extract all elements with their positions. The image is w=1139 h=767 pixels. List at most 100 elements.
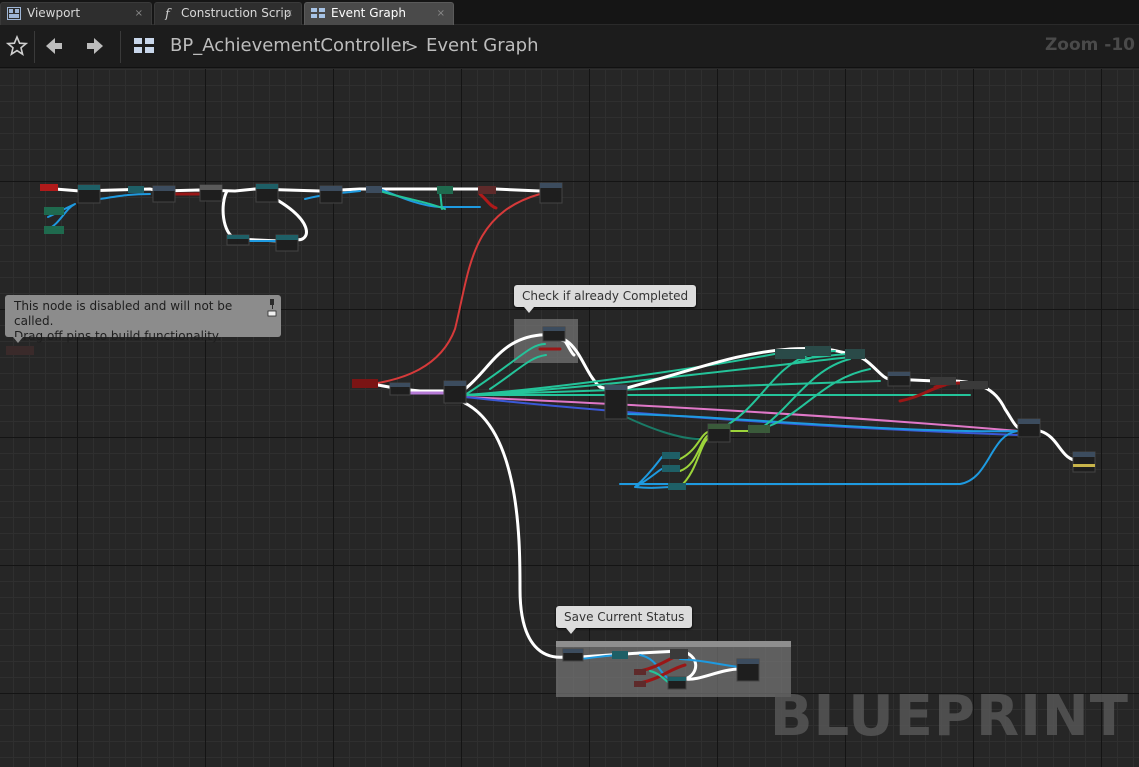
variable-node[interactable] xyxy=(670,649,688,659)
close-icon[interactable]: × xyxy=(134,8,143,19)
struct-wire xyxy=(489,354,547,390)
struct-wire xyxy=(379,190,446,210)
event-graph-icon xyxy=(134,38,154,53)
exec-wire xyxy=(453,397,567,659)
variable-node[interactable] xyxy=(634,681,646,687)
event-graph-canvas[interactable]: Check if already Completed Save Current … xyxy=(0,69,1139,767)
node-header xyxy=(888,372,910,376)
node-header xyxy=(1018,419,1040,424)
exec-wire xyxy=(376,383,447,393)
node-header xyxy=(543,327,565,331)
blueprint-watermark: BLUEPRINT xyxy=(769,684,1129,749)
node-header xyxy=(153,186,175,191)
event-node[interactable] xyxy=(40,184,58,191)
variable-node[interactable] xyxy=(44,207,64,215)
struct-wire xyxy=(719,353,871,430)
node-header xyxy=(540,183,562,188)
variable-node[interactable] xyxy=(805,346,831,356)
disabled-node-tooltip: This node is disabled and will not be ca… xyxy=(5,295,281,343)
comment-save-status[interactable]: Save Current Status xyxy=(556,606,693,634)
variable-node[interactable] xyxy=(668,483,686,490)
toolbar-divider xyxy=(34,31,35,63)
node-header xyxy=(78,185,100,190)
back-button[interactable] xyxy=(41,33,67,59)
variable-node[interactable] xyxy=(437,186,453,194)
variable-node[interactable] xyxy=(662,465,680,472)
node-header xyxy=(390,383,410,387)
node-header xyxy=(605,385,627,390)
variable-node[interactable] xyxy=(775,349,805,359)
pin-icon[interactable] xyxy=(267,298,277,318)
event-node[interactable] xyxy=(352,379,378,388)
variable-node[interactable] xyxy=(662,452,680,459)
breadcrumb-graph[interactable]: Event Graph xyxy=(426,35,539,56)
node-header xyxy=(276,235,298,240)
svg-text:f: f xyxy=(164,7,172,20)
struct-wire xyxy=(464,350,791,396)
node-footer xyxy=(1073,464,1095,467)
tab-event-graph[interactable]: Event Graph × xyxy=(304,2,454,25)
variable-node[interactable] xyxy=(128,186,144,193)
node-header xyxy=(256,184,278,189)
graph-nodes[interactable] xyxy=(6,182,1096,690)
breadcrumb-separator: > xyxy=(405,37,419,56)
bool-wire xyxy=(478,192,498,210)
graph-wires xyxy=(6,182,1096,697)
struct-wire xyxy=(464,380,881,396)
forward-button[interactable] xyxy=(82,33,108,59)
breadcrumb-blueprint[interactable]: BP_AchievementController xyxy=(170,35,409,56)
variable-node[interactable] xyxy=(845,349,865,359)
event-wire xyxy=(377,193,541,384)
variable-node[interactable] xyxy=(612,651,628,659)
tab-label: Viewport xyxy=(27,6,81,20)
exec-wire xyxy=(463,333,617,393)
zoom-level: Zoom -10 xyxy=(1044,35,1135,55)
exec-wire xyxy=(613,347,1027,431)
object-wire xyxy=(619,430,1019,485)
string-wire xyxy=(464,396,1019,432)
exec-wire xyxy=(53,187,542,193)
toolbar-divider xyxy=(120,31,121,63)
tab-construction-script[interactable]: f Construction Scrip × xyxy=(154,2,302,25)
object-wire xyxy=(619,413,1019,433)
variable-node[interactable] xyxy=(634,669,646,675)
variable-node[interactable] xyxy=(930,377,956,385)
variable-node[interactable] xyxy=(960,381,988,389)
comment-box-header xyxy=(556,641,791,647)
variable-node[interactable] xyxy=(478,186,496,194)
graph-toolbar: BP_AchievementController > Event Graph Z… xyxy=(0,25,1139,68)
close-icon[interactable]: × xyxy=(284,8,293,19)
viewport-icon xyxy=(7,7,21,20)
node-header xyxy=(737,659,759,664)
tab-label: Construction Scrip xyxy=(181,6,292,20)
node-header xyxy=(320,186,342,191)
favorite-star-button[interactable] xyxy=(4,33,30,59)
function-icon: f xyxy=(164,7,172,20)
tab-viewport[interactable]: Viewport × xyxy=(0,2,152,25)
node-header xyxy=(200,185,222,190)
arrow-left-icon xyxy=(46,38,62,54)
disabled-node[interactable] xyxy=(6,346,34,355)
node-header xyxy=(668,677,686,681)
node-header xyxy=(227,235,249,239)
arrow-right-icon xyxy=(87,38,103,54)
tab-bar: Viewport × f Construction Scrip × Event … xyxy=(0,0,1139,25)
node-header xyxy=(444,381,466,386)
variable-node[interactable] xyxy=(748,425,770,433)
event-graph-icon xyxy=(311,8,325,18)
comment-check-completed[interactable]: Check if already Completed xyxy=(514,285,697,313)
node-header xyxy=(1073,452,1095,457)
blueprint-graph-icon-wrap xyxy=(131,33,157,59)
struct-wire xyxy=(619,413,701,440)
variable-node[interactable] xyxy=(366,186,382,193)
tab-label: Event Graph xyxy=(331,6,406,20)
function-node[interactable] xyxy=(604,384,628,420)
close-icon[interactable]: × xyxy=(436,8,445,19)
disabled-line-1: This node is disabled and will not be ca… xyxy=(14,299,233,328)
struct-wire xyxy=(464,343,546,396)
star-icon xyxy=(6,35,28,56)
disabled-line-2: Drag off pins to build functionality. xyxy=(14,329,222,343)
variable-node[interactable] xyxy=(44,226,64,234)
node-header xyxy=(563,649,583,653)
node-header xyxy=(708,424,730,429)
